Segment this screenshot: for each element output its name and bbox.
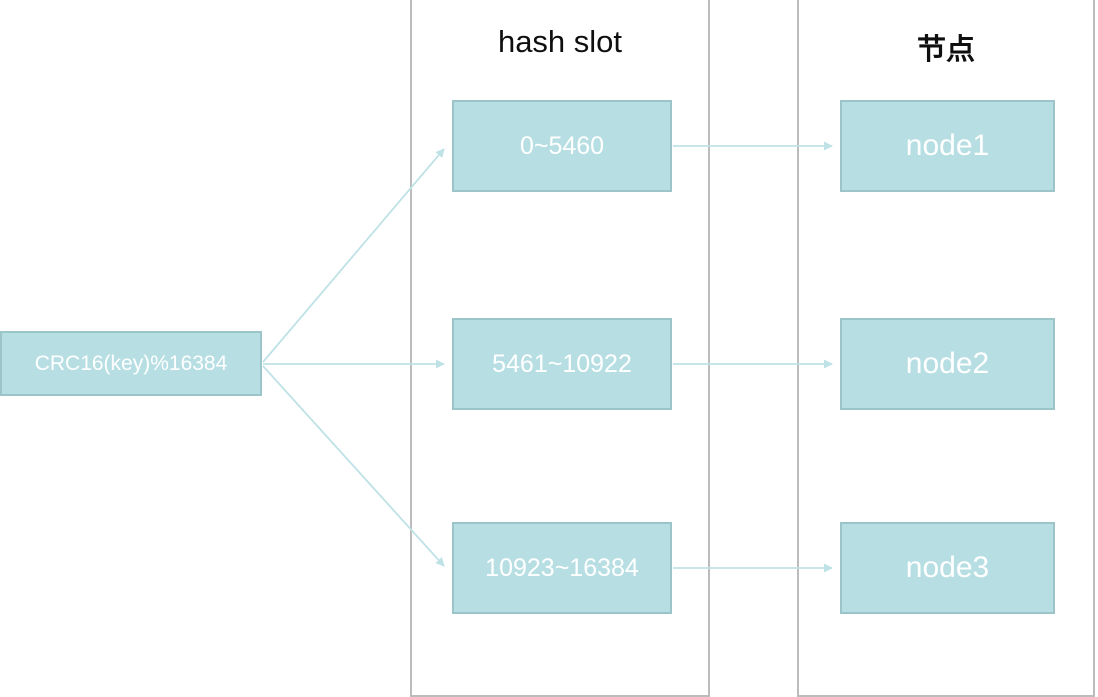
- node-box-2: node2: [840, 318, 1055, 410]
- hash-slot-range-3: 10923~16384: [452, 522, 672, 614]
- node-box-1: node1: [840, 100, 1055, 192]
- hash-slot-range-1: 0~5460: [452, 100, 672, 192]
- hash-slot-range-2: 5461~10922: [452, 318, 672, 410]
- node-box-3: node3: [840, 522, 1055, 614]
- hash-slot-title: hash slot: [497, 24, 623, 59]
- node-title: 节点: [916, 34, 975, 66]
- crc16-source-box: CRC16(key)%16384: [0, 331, 262, 396]
